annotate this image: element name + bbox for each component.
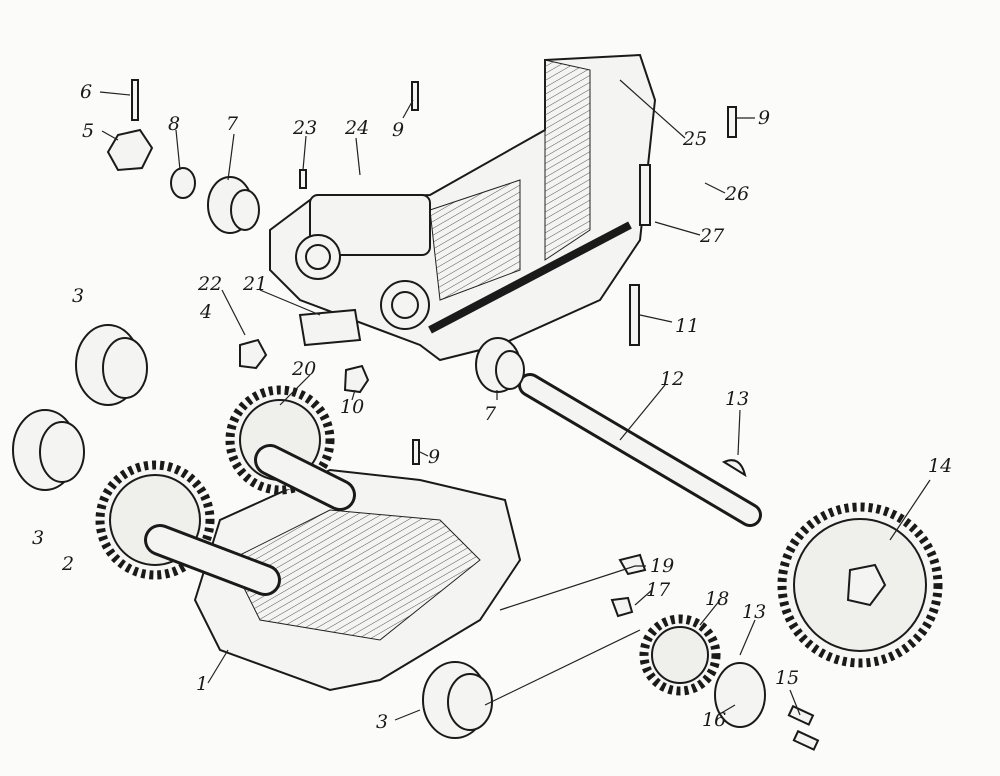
lower-housing [193, 468, 522, 692]
callout-27: 27 [699, 225, 725, 247]
callout-23: 23 [292, 117, 317, 139]
camshaft [144, 444, 356, 596]
callout-18: 18 [705, 588, 729, 610]
gear-18 [639, 614, 721, 696]
callout-3-bottom: 3 [376, 711, 388, 733]
callout-14: 14 [928, 455, 952, 477]
callout-8: 8 [168, 113, 180, 135]
callout-1: 1 [196, 673, 208, 695]
callout-20: 20 [291, 358, 316, 380]
shaft-12 [518, 373, 762, 527]
callout-22: 22 [197, 273, 222, 295]
callout-3-top: 3 [72, 285, 84, 307]
leader-lines [99, 79, 931, 721]
callout-2: 2 [61, 553, 74, 575]
callout-9: 9 [392, 119, 404, 141]
callout-15: 15 [775, 667, 799, 689]
callout-21: 21 [242, 273, 267, 295]
callout-12: 12 [660, 368, 684, 390]
plate-16 [714, 662, 766, 728]
callout-9-lower: 9 [428, 446, 440, 468]
callout-19: 19 [650, 555, 674, 577]
callout-26: 26 [724, 183, 749, 205]
callout-25: 25 [682, 128, 707, 150]
callout-3-left: 3 [32, 527, 44, 549]
callout-17: 17 [646, 579, 671, 601]
callout-4: 4 [199, 301, 212, 323]
callout-6: 6 [80, 81, 92, 103]
callout-11: 11 [675, 315, 699, 337]
callout-9-right: 9 [758, 107, 770, 129]
callout-7: 7 [226, 113, 239, 135]
callout-labels: 6 5 8 7 23 24 9 9 25 26 27 3 22 21 4 20 … [32, 81, 952, 733]
callout-13-top: 13 [725, 388, 749, 410]
callout-16: 16 [702, 709, 726, 731]
gear-14 [777, 502, 943, 668]
callout-24: 24 [344, 117, 369, 139]
callout-13-lower: 13 [742, 601, 766, 623]
callout-5: 5 [82, 120, 94, 142]
callout-10: 10 [340, 396, 364, 418]
upper-housing [269, 53, 657, 362]
callout-7-lower: 7 [484, 403, 497, 425]
